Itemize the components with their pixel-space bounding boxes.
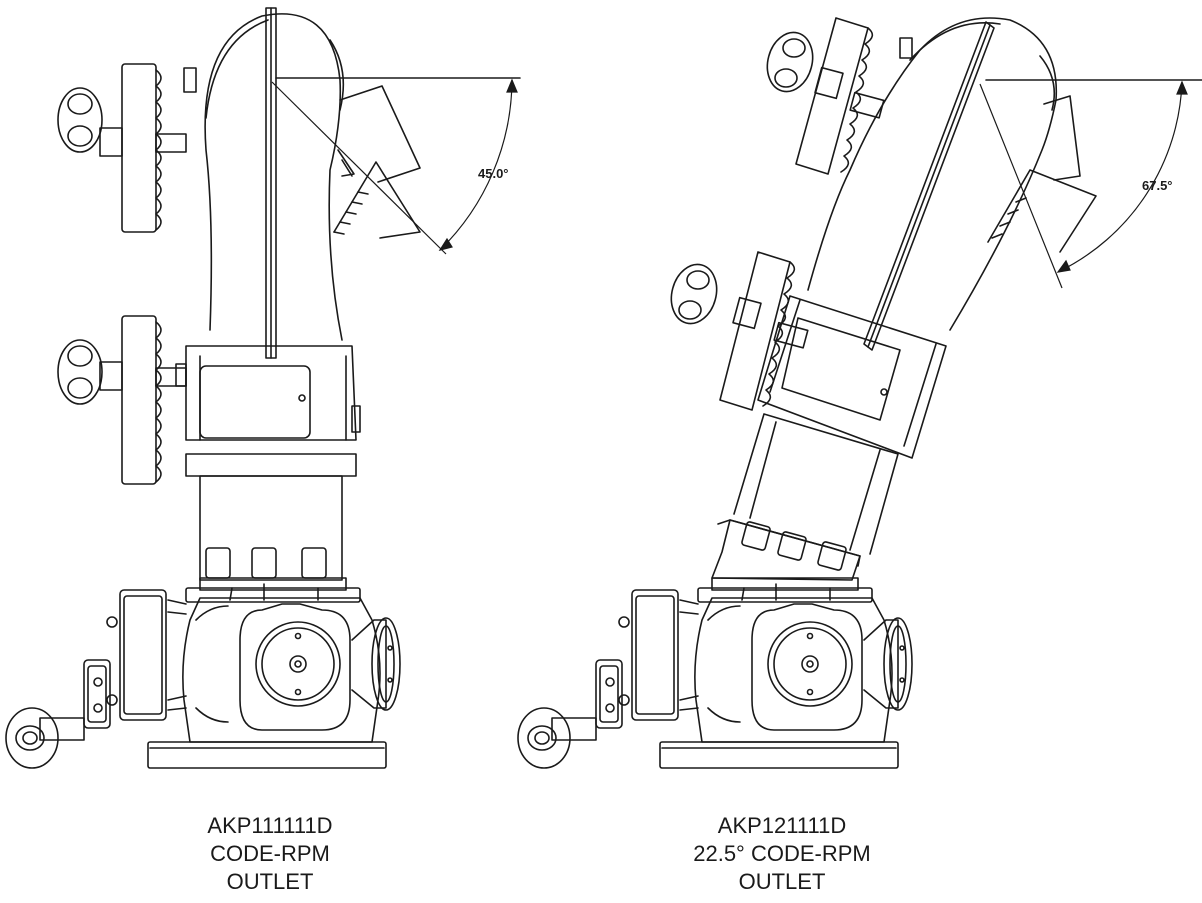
right-caption-code: 22.5° CODE-RPM (693, 841, 871, 866)
left-caption-code: CODE-RPM (210, 841, 330, 866)
left-figure: 45.0° (5, 7, 521, 769)
left-caption-model: AKP111111D (207, 813, 333, 838)
left-caption: AKP111111D CODE-RPM OUTLET (120, 812, 420, 896)
left-vertical-column (175, 7, 521, 581)
right-figure: 67.5° (517, 17, 1202, 769)
left-base-assembly (5, 577, 401, 769)
left-caption-outlet: OUTLET (226, 869, 314, 894)
right-base-assembly (517, 577, 913, 769)
right-caption-outlet: OUTLET (738, 869, 826, 894)
left-angle-label: 45.0° (478, 166, 509, 181)
right-lower-handwheel (670, 251, 809, 411)
left-angle-dimension (271, 78, 518, 255)
left-lower-handwheel (57, 315, 187, 485)
right-swivel-adapter (711, 519, 861, 581)
left-upper-handwheel (57, 63, 187, 233)
right-angle-dimension (979, 80, 1188, 289)
right-tilted-column (733, 17, 1202, 555)
right-angle-label: 67.5° (1142, 178, 1173, 193)
right-caption-model: AKP121111D (717, 813, 847, 838)
right-upper-handwheel (766, 17, 885, 175)
right-caption: AKP121111D 22.5° CODE-RPM OUTLET (632, 812, 932, 896)
